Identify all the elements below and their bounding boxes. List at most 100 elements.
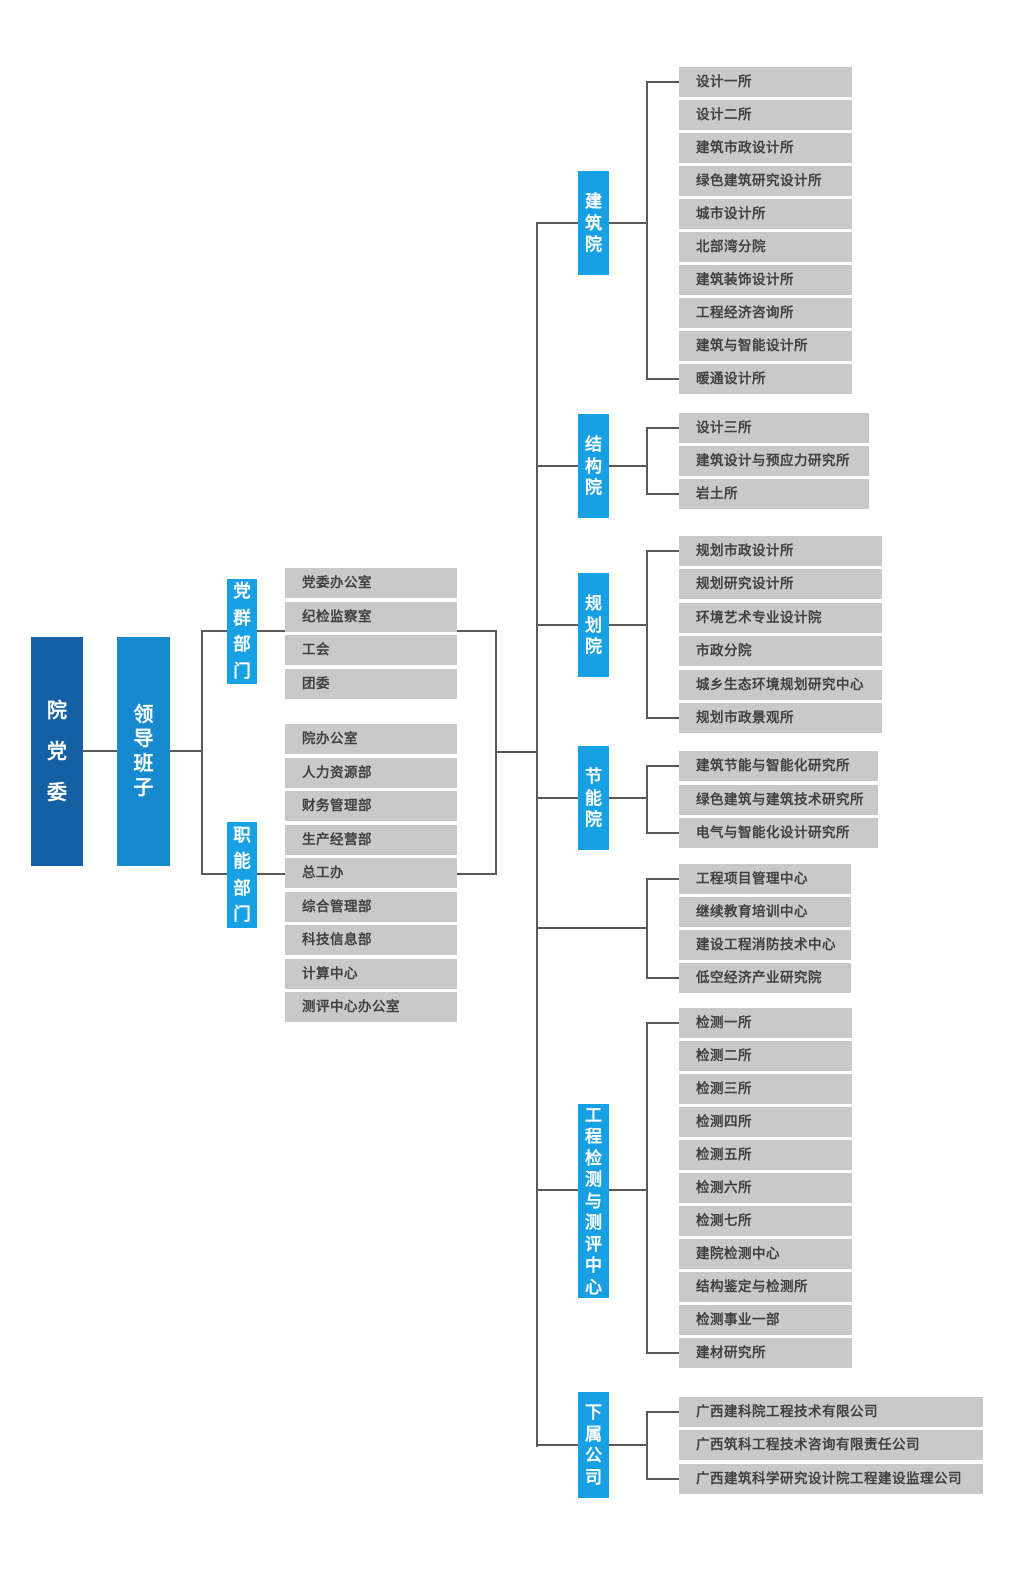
department-box: 计算中心	[285, 959, 457, 989]
vertical-char: 建	[585, 192, 602, 211]
connector-line	[537, 1189, 578, 1191]
unit-box: 建筑装饰设计所	[679, 265, 852, 295]
vertical-char: 司	[585, 1467, 602, 1487]
connector-line	[647, 378, 679, 380]
vertical-char: 节	[585, 767, 602, 786]
department-box: 团委	[285, 669, 457, 699]
unit-box: 检测五所	[679, 1140, 852, 1170]
connector-line	[647, 878, 679, 880]
connector-line	[647, 427, 679, 429]
connector-line	[496, 751, 537, 753]
department-box: 测评中心办公室	[285, 992, 457, 1022]
vertical-char: 部	[233, 877, 251, 898]
vertical-char: 院	[585, 478, 602, 497]
unit-box: 工程经济咨询所	[679, 298, 852, 328]
vertical-char: 党	[233, 581, 251, 601]
vertical-char: 属	[585, 1424, 602, 1444]
connector-line	[647, 977, 679, 979]
vertical-char: 部	[233, 634, 251, 654]
unit-box: 暖通设计所	[679, 364, 852, 394]
unit-box: 建筑设计与预应力研究所	[679, 446, 869, 476]
department-box: 党委办公室	[285, 568, 457, 598]
unit-box: 规划市政设计所	[679, 536, 882, 566]
connector-line	[537, 222, 578, 224]
vertical-char: 测	[585, 1213, 602, 1232]
vertical-char: 职	[233, 824, 251, 845]
department-box: 科技信息部	[285, 925, 457, 955]
vertical-char: 中	[585, 1256, 602, 1275]
connector-line	[609, 1444, 647, 1446]
vertical-char: 构	[585, 456, 602, 476]
department-box: 综合管理部	[285, 892, 457, 922]
vertical-char: 能	[585, 788, 602, 808]
vertical-char: 结	[585, 435, 602, 454]
vertical-char: 与	[585, 1191, 602, 1211]
unit-box: 工程项目管理中心	[679, 864, 851, 894]
connector-line	[609, 222, 647, 224]
vertical-char: 导	[133, 728, 154, 751]
unit-box: 绿色建筑研究设计所	[679, 166, 852, 196]
vertical-char: 班	[133, 752, 154, 775]
department-box: 财务管理部	[285, 791, 457, 821]
vertical-char: 筑	[585, 213, 602, 233]
vertical-char: 下	[585, 1403, 602, 1423]
connector-line	[647, 550, 679, 552]
unit-box: 建筑市政设计所	[679, 133, 852, 163]
connector-line	[647, 1478, 679, 1480]
unit-box: 检测六所	[679, 1173, 852, 1203]
unit-box: 广西筑科工程技术咨询有限责任公司	[679, 1430, 983, 1460]
branch-party-mass-departments: 党群部门	[227, 579, 257, 684]
vertical-char: 规	[585, 594, 602, 613]
vertical-char: 委	[47, 781, 67, 804]
vertical-char: 院	[47, 699, 67, 722]
department-box: 院办公室	[285, 724, 457, 754]
unit-box: 城乡生态环境规划研究中心	[679, 670, 882, 700]
connector-line	[647, 832, 679, 834]
unit-box: 岩土所	[679, 479, 869, 509]
unit-box: 建设工程消防技术中心	[679, 930, 851, 960]
branch-planning-institute: 规划院	[578, 573, 609, 677]
connector-line	[537, 1444, 578, 1446]
connector-line	[647, 765, 679, 767]
vertical-char: 公	[585, 1446, 602, 1466]
branch-testing-center: 工程检测与测评中心	[578, 1104, 609, 1298]
unit-box: 环境艺术专业设计院	[679, 603, 882, 633]
unit-box: 建筑与智能设计所	[679, 331, 852, 361]
unit-box: 检测事业一部	[679, 1305, 852, 1335]
unit-box: 检测一所	[679, 1008, 852, 1038]
unit-box: 建筑节能与智能化研究所	[679, 751, 878, 781]
vertical-char: 工	[585, 1105, 602, 1125]
connector-line	[83, 750, 117, 752]
unit-box: 设计一所	[679, 67, 852, 97]
unit-box: 北部湾分院	[679, 232, 852, 262]
connector-line	[201, 630, 203, 875]
unit-box: 建院检测中心	[679, 1239, 852, 1269]
connector-line	[646, 81, 648, 380]
unit-box: 设计二所	[679, 100, 852, 130]
connector-line	[646, 1411, 648, 1480]
unit-box: 规划市政景观所	[679, 703, 882, 733]
unit-box: 电气与智能化设计研究所	[679, 818, 878, 848]
department-box: 生产经营部	[285, 825, 457, 855]
vertical-char: 心	[585, 1277, 602, 1297]
connector-line	[646, 550, 648, 719]
connector-line	[647, 717, 679, 719]
unit-box: 绿色建筑与建筑技术研究所	[679, 785, 878, 815]
branch-structure-institute: 结构院	[578, 414, 609, 518]
unit-box: 市政分院	[679, 636, 882, 666]
root-node-party-committee: 院党委	[31, 637, 83, 866]
department-box: 总工办	[285, 858, 457, 888]
vertical-char: 门	[233, 904, 251, 924]
connector-line	[646, 765, 648, 834]
vertical-char: 评	[585, 1234, 602, 1254]
department-box: 纪检监察室	[285, 602, 457, 632]
vertical-char: 领	[133, 703, 154, 726]
connector-line	[202, 873, 227, 875]
vertical-char: 门	[233, 660, 251, 681]
unit-box: 检测四所	[679, 1107, 852, 1137]
connector-line	[647, 81, 679, 83]
leadership-team-node: 领导班子	[117, 637, 170, 866]
unit-box: 检测二所	[679, 1041, 852, 1071]
vertical-char: 能	[233, 851, 251, 871]
